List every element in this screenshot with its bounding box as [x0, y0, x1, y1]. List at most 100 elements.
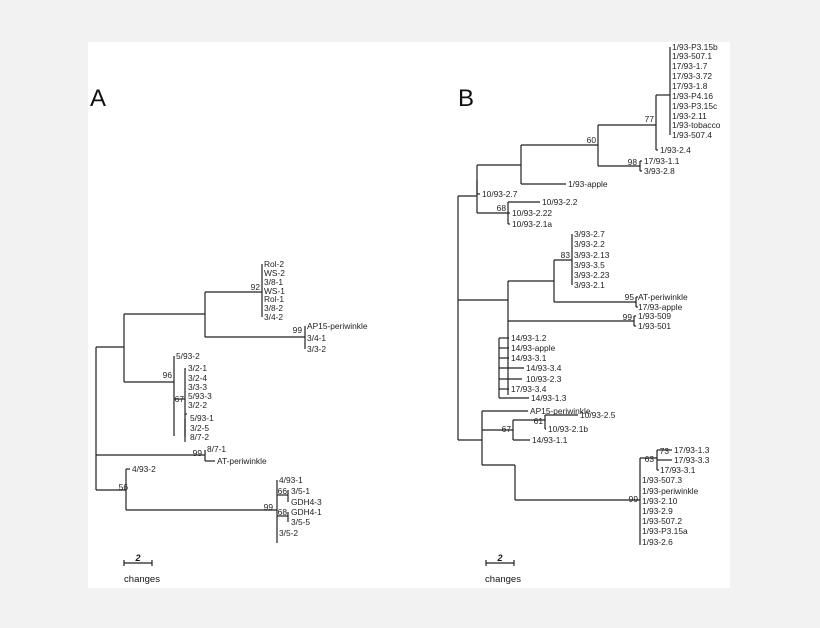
taxon-label: 1/93-periwinkle	[642, 486, 699, 496]
taxon-label: 1/93-2.6	[642, 537, 673, 547]
taxon-label: 14/93-3.4	[526, 363, 562, 373]
taxon-label: 1/93-2.9	[642, 506, 673, 516]
taxon-label: 1/93-507.1	[672, 51, 712, 61]
taxon-label: 4/93-1	[279, 475, 303, 485]
taxon-label: 17/93-3.72	[672, 71, 712, 81]
taxon-label: 17/93-3.3	[674, 455, 710, 465]
bootstrap-value: 68	[497, 203, 507, 213]
bootstrap-value: 73	[660, 446, 670, 456]
taxon-label: 8/7-2	[190, 432, 209, 442]
bootstrap-value: 77	[645, 114, 655, 124]
bootstrap-value: 92	[251, 282, 261, 292]
taxon-label: 1/93-P3.15b	[672, 42, 718, 52]
taxon-label: 1/93-2.4	[660, 145, 691, 155]
scale-bar-value: 2	[134, 553, 140, 563]
taxon-label: 3/93-2.2	[574, 239, 605, 249]
taxon-label: 14/93-1.2	[511, 333, 547, 343]
bootstrap-value: 63	[645, 454, 655, 464]
bootstrap-value: 99	[293, 325, 303, 335]
taxon-label: 5/93-2	[176, 351, 200, 361]
taxon-label: 14/93-1.3	[531, 393, 567, 403]
taxon-label: 10/93-2.22	[512, 208, 552, 218]
bootstrap-value: 95	[625, 292, 635, 302]
bootstrap-value: 66	[278, 486, 288, 496]
taxon-label: 3/93-2.8	[644, 166, 675, 176]
bootstrap-value: 56	[119, 482, 129, 492]
bootstrap-value: 60	[587, 135, 597, 145]
taxon-label: 1/93-509	[638, 311, 671, 321]
taxon-label: 4/93-2	[132, 464, 156, 474]
scale-bar-unit: changes	[124, 574, 160, 585]
bootstrap-value: 96	[163, 370, 173, 380]
taxon-label: 14/93-1.1	[532, 435, 568, 445]
taxon-label: 1/93-2.11	[672, 111, 707, 121]
taxon-label: 17/93-1.7	[672, 61, 708, 71]
panel-label: A	[90, 85, 106, 112]
taxon-label: 14/93-3.1	[511, 353, 547, 363]
taxon-label: 1/93-507.2	[642, 516, 682, 526]
taxon-label: AT-periwinkle	[217, 456, 267, 466]
taxon-label: 10/93-2.2	[542, 197, 578, 207]
taxon-label: 10/93-2.1b	[548, 424, 588, 434]
bootstrap-value: 99	[629, 494, 639, 504]
bootstrap-value: 99	[623, 312, 633, 322]
scale-bar-unit: changes	[485, 574, 521, 585]
taxon-label: 1/93-501	[638, 321, 671, 331]
taxon-label: 3/4-1	[307, 333, 326, 343]
taxon-label: 14/93-apple	[511, 343, 556, 353]
taxon-label: 17/93-1.1	[644, 156, 680, 166]
bootstrap-value: 67	[502, 424, 512, 434]
taxon-label: 1/93-apple	[568, 179, 608, 189]
taxon-label: 17/93-3.4	[511, 384, 547, 394]
taxon-label: 3/93-2.13	[574, 250, 610, 260]
taxon-label: 1/93-P3.15c	[672, 101, 717, 111]
taxon-label: 3/93-2.1	[574, 280, 605, 290]
bootstrap-value: 98	[628, 157, 638, 167]
taxon-label: 1/93-P4.16	[672, 91, 713, 101]
taxon-label: Rol-1	[264, 294, 284, 304]
taxon-label: 8/7-1	[207, 444, 226, 454]
taxon-label: GDH4-1	[291, 507, 322, 517]
taxon-label: 1/93-tobacco	[672, 120, 721, 130]
taxon-label: 3/3-2	[307, 344, 326, 354]
taxon-label: 3/93-3.5	[574, 260, 605, 270]
tree-canvas: Rol-2WS-23/8-1WS-1Rol-13/8-23/4-2AP15-pe…	[90, 42, 721, 585]
taxon-label: Rol-2	[264, 259, 284, 269]
taxon-label: 1/93-507.3	[642, 475, 682, 485]
taxon-label: 3/8-2	[264, 303, 283, 313]
bootstrap-value: 68	[278, 507, 288, 517]
scale-bar-value: 2	[496, 553, 502, 563]
taxon-label: 10/93-2.7	[482, 189, 518, 199]
taxon-label: 17/93-apple	[638, 302, 683, 312]
taxon-label: AP15-periwinkle	[307, 321, 368, 331]
taxon-label: 3/2-5	[190, 423, 209, 433]
taxon-label: 3/93-2.7	[574, 229, 605, 239]
taxon-label: WS-1	[264, 286, 285, 296]
taxon-label: 3/8-1	[264, 277, 283, 287]
taxon-label: 3/5-1	[291, 486, 310, 496]
taxon-label: 3/2-2	[188, 400, 207, 410]
taxon-label: WS-2	[264, 268, 285, 278]
bootstrap-value: 83	[561, 250, 571, 260]
taxon-label: 17/93-1.3	[674, 445, 710, 455]
taxon-label: AP15-periwinkle	[530, 406, 591, 416]
taxon-label: AT-periwinkle	[638, 292, 688, 302]
taxon-label: 17/93-3.1	[660, 465, 696, 475]
bootstrap-value: 99	[264, 502, 274, 512]
panel-label: B	[458, 85, 474, 112]
taxon-label: 5/93-3	[188, 391, 212, 401]
bootstrap-value: 61	[534, 416, 544, 426]
taxon-label: 10/93-2.1a	[512, 219, 552, 229]
taxon-label: 3/2-1	[188, 363, 207, 373]
taxon-label: 3/3-3	[188, 382, 207, 392]
taxon-label: GDH4-3	[291, 497, 322, 507]
taxon-label: 3/2-4	[188, 373, 207, 383]
taxon-label: 1/93-P3.15a	[642, 526, 688, 536]
taxon-label: 3/4-2	[264, 312, 283, 322]
bootstrap-value: 67	[175, 394, 185, 404]
taxon-label: 5/93-1	[190, 413, 214, 423]
taxon-label: 1/93-507.4	[672, 130, 712, 140]
taxon-label: 3/5-5	[291, 517, 310, 527]
taxon-label: 17/93-1.8	[672, 81, 708, 91]
